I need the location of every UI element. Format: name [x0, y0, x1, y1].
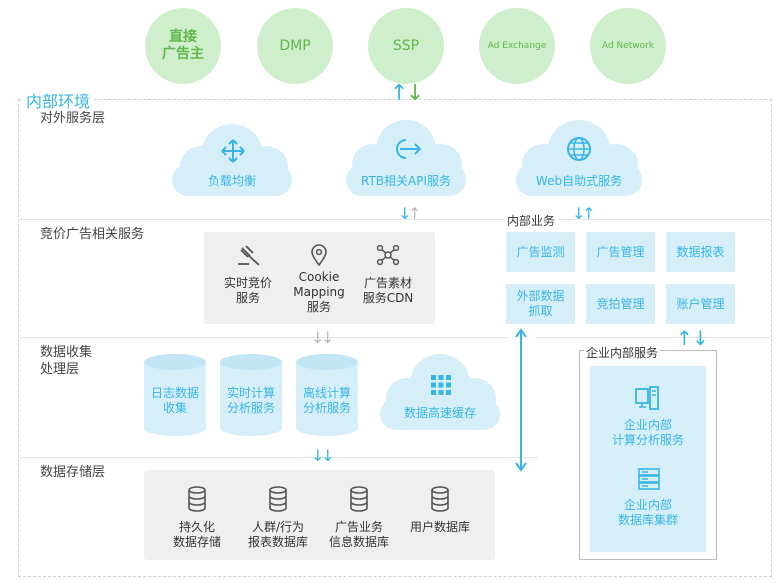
data-cache-label: 数据高速缓存 — [403, 406, 476, 420]
arrow-up-icon: ↑ — [582, 204, 596, 223]
enterprise-services-title: 企业内部服务 — [584, 344, 661, 361]
separator-line — [18, 457, 538, 458]
globe-icon — [567, 137, 591, 161]
gavel-icon — [238, 245, 260, 266]
layer-bidding-services: 竞价广告相关服务 — [40, 227, 145, 242]
arrow-up-icon: ↑ — [390, 81, 409, 106]
internal-environment-title: 内部环境 — [22, 88, 95, 112]
realtime-compute-cylinder: 实时计算 分析服务 — [220, 354, 282, 436]
cloud-load-balancer: 负载均衡 — [172, 124, 292, 196]
cookie-mapping-service: Cookie Mapping 服务 — [293, 270, 345, 314]
business-account-management: 账户管理 — [666, 284, 735, 324]
ad-business-db: 广告业务 信息数据库 — [328, 520, 389, 549]
arrow-up-icon: ↑ — [408, 204, 422, 223]
bidding-services-panel — [204, 232, 435, 324]
load-balancer-label: 负载均衡 — [207, 174, 256, 188]
arrow-down-icon: ↓ — [398, 204, 412, 223]
login-icon — [396, 139, 422, 159]
arrow-down-icon: ↓ — [572, 204, 586, 223]
network-nodes-icon — [376, 244, 400, 266]
realtime-compute-label: 实时计算 分析服务 — [226, 386, 275, 415]
audience-report-db: 人群/行为 报表数据库 — [247, 520, 308, 549]
cloud-rtb-api: RTB相关API服务 — [346, 120, 466, 196]
external-ad-exchange: Ad Exchange — [479, 8, 555, 84]
separator-line — [500, 219, 770, 220]
log-collection-label: 日志数据 收集 — [150, 386, 199, 415]
rtb-api-label: RTB相关API服务 — [360, 174, 451, 188]
business-external-data-crawl: 外部数据 抓取 — [506, 284, 575, 324]
arrow-down-icon: ↓ — [692, 326, 709, 350]
separator-line — [18, 219, 500, 220]
business-ad-management: 广告管理 — [586, 232, 655, 272]
separator-line — [535, 337, 770, 338]
external-ssp: SSP — [368, 8, 444, 84]
external-direct-advertiser: 直接 广告主 — [145, 8, 221, 84]
business-ad-monitoring: 广告监测 — [506, 232, 575, 272]
storage-panel — [144, 470, 495, 560]
enterprise-db-cluster-label: 企业内部 数据库集群 — [617, 498, 678, 527]
offline-compute-cylinder: 离线计算 分析服务 — [296, 354, 358, 436]
arrow-up-icon: ↑ — [676, 326, 693, 350]
arrow-down-icon: ↓ — [321, 328, 335, 347]
enterprise-compute-label: 企业内部 计算分析服务 — [611, 418, 684, 447]
database-icon — [431, 486, 449, 512]
directions-icon — [221, 139, 245, 163]
realtime-bidding-service: 实时竞价 服务 — [223, 276, 272, 305]
grid-icon — [431, 375, 451, 395]
vertical-double-arrow-icon — [515, 328, 527, 472]
server-rack-icon — [638, 468, 660, 490]
arrow-down-icon: ↓ — [311, 328, 325, 347]
database-icon — [188, 486, 206, 512]
database-icon — [350, 486, 368, 512]
offline-compute-label: 离线计算 分析服务 — [302, 386, 351, 415]
internal-business-title: 内部业务 — [505, 212, 558, 229]
arrow-down-icon: ↓ — [406, 81, 425, 106]
persistent-storage: 持久化 数据存储 — [172, 520, 221, 549]
cloud-data-cache: 数据高速缓存 — [380, 354, 500, 430]
layer-outer-services: 对外服务层 — [40, 111, 106, 126]
cloud-web-self-service: Web自助式服务 — [516, 120, 642, 196]
database-icon — [269, 486, 287, 512]
map-pin-icon — [311, 244, 327, 266]
business-auction-management: 竞拍管理 — [586, 284, 655, 324]
arrow-down-icon: ↓ — [321, 446, 335, 465]
separator-line — [18, 337, 508, 338]
log-collection-cylinder: 日志数据 收集 — [144, 354, 206, 436]
web-self-service-label: Web自助式服务 — [535, 174, 623, 188]
external-ad-network: Ad Network — [590, 8, 666, 84]
layer-data-storage: 数据存储层 — [40, 465, 106, 480]
user-db: 用户数据库 — [409, 520, 470, 534]
business-data-reports: 数据报表 — [666, 232, 735, 272]
arrow-down-icon: ↓ — [311, 446, 325, 465]
server-monitor-icon — [635, 386, 659, 410]
external-dmp: DMP — [257, 8, 333, 84]
internal-environment-frame — [18, 99, 772, 577]
layer-data-processing: 数据收集 处理层 — [40, 345, 93, 377]
ad-creative-cdn-service: 广告素材 服务CDN — [362, 276, 414, 305]
